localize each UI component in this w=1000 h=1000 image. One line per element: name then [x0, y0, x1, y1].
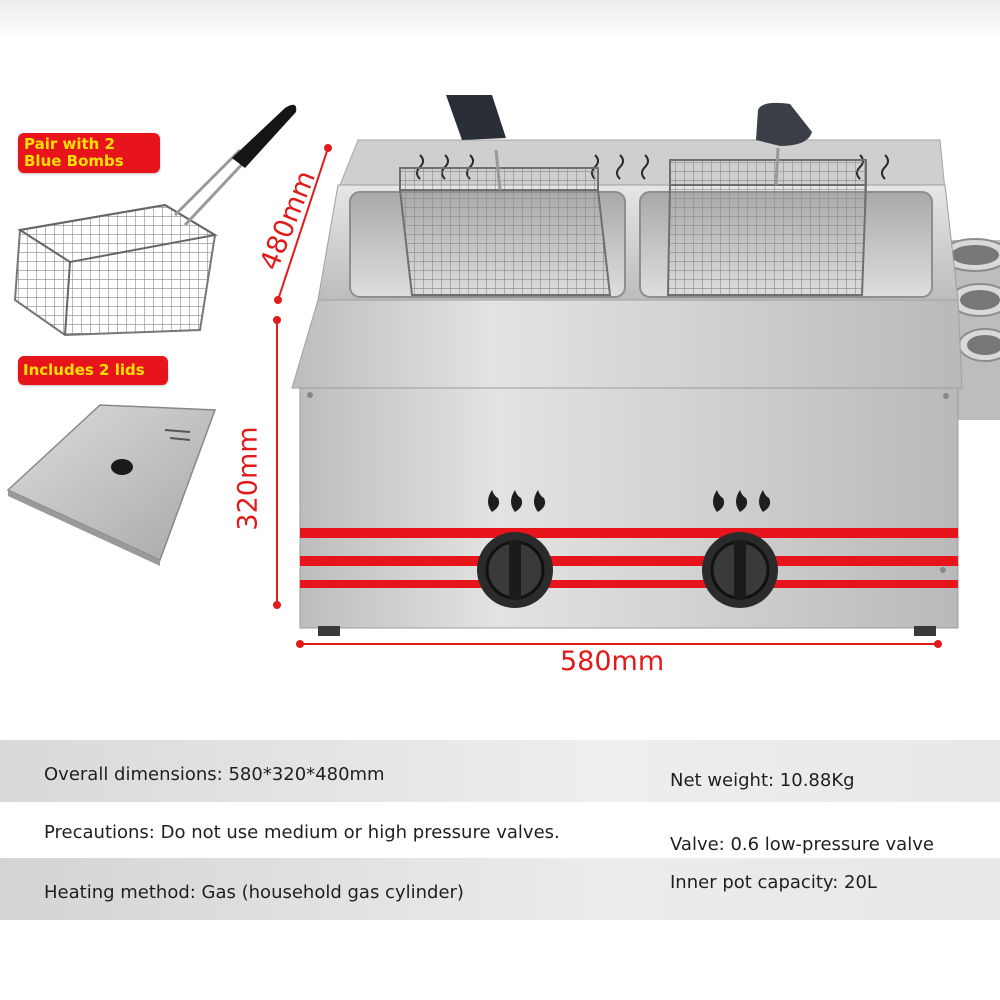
fryer-lid [6, 404, 217, 566]
fryer-illustration [6, 95, 1000, 648]
spec-inner-pot-capacity: Inner pot capacity: 20L [670, 872, 877, 893]
top-gradient [0, 0, 1000, 40]
spec-valve: Valve: 0.6 low-pressure valve [670, 834, 934, 855]
lids-badge: Includes 2 lids [18, 356, 168, 385]
spec-heating-method: Heating method: Gas (household gas cylin… [44, 882, 464, 903]
spec-net-weight: Net weight: 10.88Kg [670, 770, 855, 791]
fry-basket [13, 104, 297, 337]
spec-row: Precautions: Do not use medium or high p… [0, 802, 1000, 858]
width-dimension-label: 580mm [560, 646, 665, 677]
basket-badge: Pair with 2 Blue Bombs [18, 133, 160, 173]
fryer-baskets [398, 95, 868, 296]
spec-row: Overall dimensions: 580*320*480mm Net we… [0, 740, 1000, 802]
control-knob [477, 532, 778, 608]
spec-row: Heating method: Gas (household gas cylin… [0, 858, 1000, 920]
spec-table: Overall dimensions: 580*320*480mm Net we… [0, 740, 1000, 920]
dimension-lines [273, 144, 942, 648]
height-dimension-label: 320mm [232, 426, 264, 531]
spec-overall-dimensions: Overall dimensions: 580*320*480mm [44, 764, 385, 785]
flame-icon [488, 490, 771, 512]
spec-precautions: Precautions: Do not use medium or high p… [44, 822, 560, 843]
